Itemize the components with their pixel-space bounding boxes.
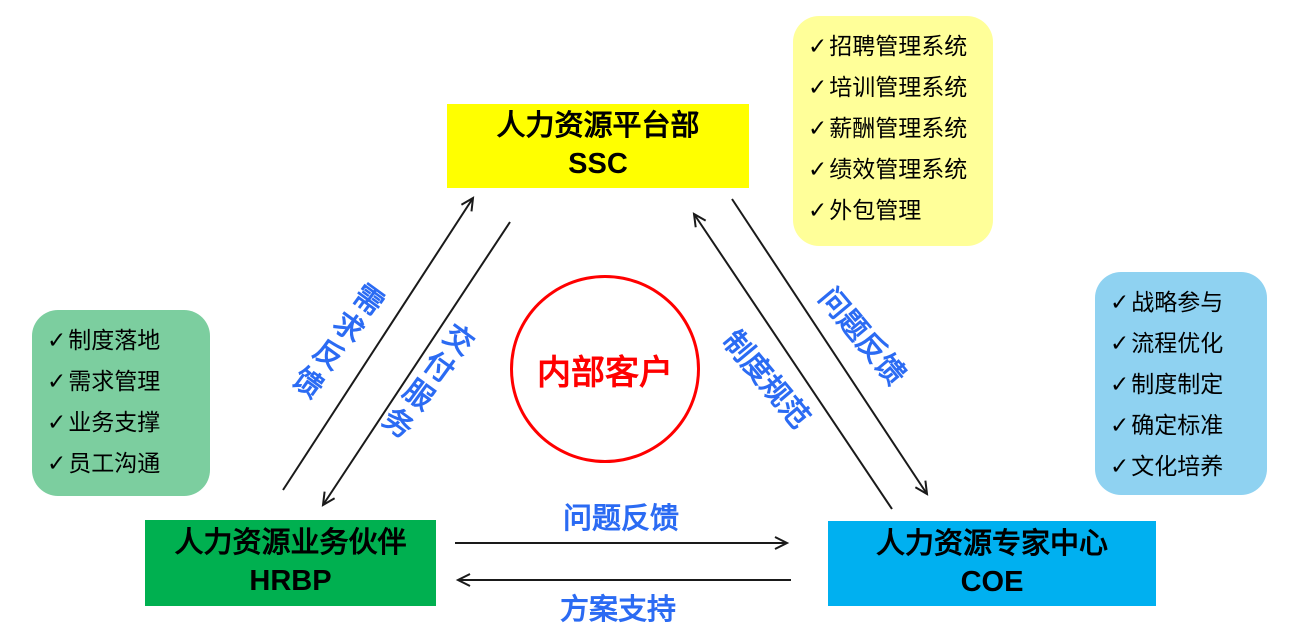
check-icon: ✓ — [808, 197, 828, 223]
arrow-coe-to-ssc — [692, 212, 893, 510]
check-icon: ✓ — [47, 327, 67, 353]
node-hrbp-title: 人力资源业务伙伴 — [174, 527, 407, 560]
check-item: ✓需求管理 — [47, 361, 200, 402]
check-icon: ✓ — [47, 409, 67, 435]
ssc-functions-list: ✓招聘管理系统✓培训管理系统✓薪酬管理系统✓绩效管理系统✓外包管理 — [793, 16, 993, 246]
check-item-label: 员工沟通 — [68, 450, 161, 476]
check-item: ✓员工沟通 — [47, 443, 200, 484]
node-hrbp-abbr: HRBP — [249, 565, 332, 597]
check-item-label: 薪酬管理系统 — [829, 115, 968, 141]
check-icon: ✓ — [1110, 289, 1130, 315]
check-icon: ✓ — [1110, 371, 1130, 397]
check-item-label: 战略参与 — [1131, 289, 1224, 315]
check-item: ✓文化培养 — [1110, 446, 1257, 487]
arrow-ssc-to-coe — [731, 198, 929, 496]
check-item: ✓薪酬管理系统 — [808, 108, 983, 149]
check-icon: ✓ — [47, 368, 67, 394]
check-item: ✓流程优化 — [1110, 323, 1257, 364]
check-item: ✓培训管理系统 — [808, 67, 983, 108]
check-icon: ✓ — [1110, 412, 1130, 438]
check-icon: ✓ — [1110, 330, 1130, 356]
check-icon: ✓ — [1110, 453, 1130, 479]
node-ssc-title: 人力资源平台部 — [496, 110, 700, 143]
check-icon: ✓ — [808, 156, 828, 182]
flow-label-hrbp-to-coe: 问题反馈 — [562, 503, 680, 535]
arrow-hrbp-to-ssc — [282, 196, 475, 491]
check-item-label: 需求管理 — [68, 368, 161, 394]
node-coe: 人力资源专家中心 COE — [828, 521, 1156, 606]
internal-customer-circle: 内部客户 — [510, 275, 700, 463]
check-item-label: 制度落地 — [68, 327, 161, 353]
check-item-label: 业务支撑 — [68, 409, 161, 435]
check-item-label: 培训管理系统 — [829, 74, 968, 100]
check-item: ✓外包管理 — [808, 190, 983, 231]
check-icon: ✓ — [808, 33, 828, 59]
flow-label-coe-to-hrbp: 方案支持 — [559, 594, 677, 626]
check-item-label: 制度制定 — [1131, 371, 1224, 397]
check-item: ✓战略参与 — [1110, 282, 1257, 323]
check-item: ✓招聘管理系统 — [808, 26, 983, 67]
check-icon: ✓ — [808, 74, 828, 100]
check-icon: ✓ — [47, 450, 67, 476]
coe-functions-list: ✓战略参与✓流程优化✓制度制定✓确定标准✓文化培养 — [1095, 272, 1267, 495]
check-item: ✓制度制定 — [1110, 364, 1257, 405]
internal-customer-label: 内部客户 — [537, 353, 673, 392]
node-coe-abbr: COE — [960, 565, 1024, 598]
node-ssc-abbr: SSC — [568, 148, 628, 180]
check-item-label: 招聘管理系统 — [829, 33, 968, 59]
check-item: ✓确定标准 — [1110, 405, 1257, 446]
check-item-label: 流程优化 — [1131, 330, 1224, 356]
check-item-label: 外包管理 — [829, 197, 922, 223]
node-hrbp: 人力资源业务伙伴 HRBP — [145, 520, 436, 606]
node-coe-title: 人力资源专家中心 — [875, 527, 1108, 560]
check-item-label: 文化培养 — [1131, 453, 1224, 479]
check-item: ✓业务支撑 — [47, 402, 200, 443]
check-item-label: 确定标准 — [1131, 412, 1224, 438]
arrow-ssc-to-hrbp — [321, 221, 511, 507]
check-item-label: 绩效管理系统 — [829, 156, 968, 182]
hrbp-functions-list: ✓制度落地✓需求管理✓业务支撑✓员工沟通 — [32, 310, 210, 496]
check-item: ✓绩效管理系统 — [808, 149, 983, 190]
check-icon: ✓ — [808, 115, 828, 141]
check-item: ✓制度落地 — [47, 320, 200, 361]
node-ssc: 人力资源平台部 SSC — [447, 104, 749, 188]
